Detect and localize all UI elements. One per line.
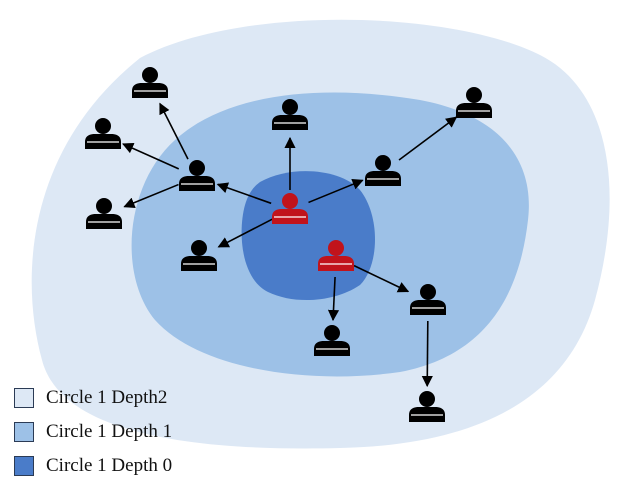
legend-item-depth0: Circle 1 Depth 0: [14, 452, 172, 480]
arrow-d1-left-hub-to-d2-left-upper: [122, 142, 180, 170]
legend-label-depth0: Circle 1 Depth 0: [46, 455, 173, 476]
legend-label-depth1: Circle 1 Depth 1: [46, 421, 173, 442]
legend-label-depth2: Circle 1 Depth2: [46, 387, 168, 408]
nodes-layer: [85, 67, 492, 422]
arrow-seed-b-to-d1-lower-right: [353, 264, 410, 293]
person-icon-seed-b: [318, 240, 354, 271]
legend-swatch-depth2: [14, 388, 34, 408]
person-icon-seed-a: [272, 193, 308, 224]
legend-swatch-depth1: [14, 422, 34, 442]
person-icon-d1-lower-left: [181, 240, 217, 271]
arrow-d1-right-hub-to-d2-top-right: [398, 116, 458, 161]
person-icon-d2-left-upper: [85, 118, 121, 149]
person-icon-d1-lower-mid: [314, 325, 350, 356]
person-icon-d2-left-lower: [86, 198, 122, 229]
person-icon-d2-bottom-right: [409, 391, 445, 422]
arrow-d1-lower-right-to-d2-bottom-right: [421, 320, 433, 388]
legend-item-depth2: Circle 1 Depth2: [14, 384, 167, 412]
arrow-seed-a-to-d1-lower-left: [217, 218, 273, 248]
person-icon-d2-top-left: [132, 67, 168, 98]
depth0-region: [241, 171, 375, 301]
legend-swatch-depth0: [14, 456, 34, 476]
person-icon-d1-left-hub: [179, 160, 215, 191]
arrow-d1-left-hub-to-d2-left-lower: [123, 183, 179, 209]
legend-item-depth1: Circle 1 Depth 1: [14, 418, 172, 446]
edges-layer: [122, 102, 458, 388]
arrow-seed-a-to-d1-right-hub: [308, 178, 364, 204]
person-icon-d1-right-hub: [365, 155, 401, 186]
arrow-seed-b-to-d1-lower-mid: [327, 276, 340, 322]
person-icon-d1-lower-right: [410, 284, 446, 315]
person-icon-d2-top-right: [456, 87, 492, 118]
arrow-d1-left-hub-to-d2-top-left: [159, 102, 189, 160]
arrow-seed-a-to-d1-left-hub: [216, 182, 272, 205]
person-icon-d1-top: [272, 99, 308, 130]
